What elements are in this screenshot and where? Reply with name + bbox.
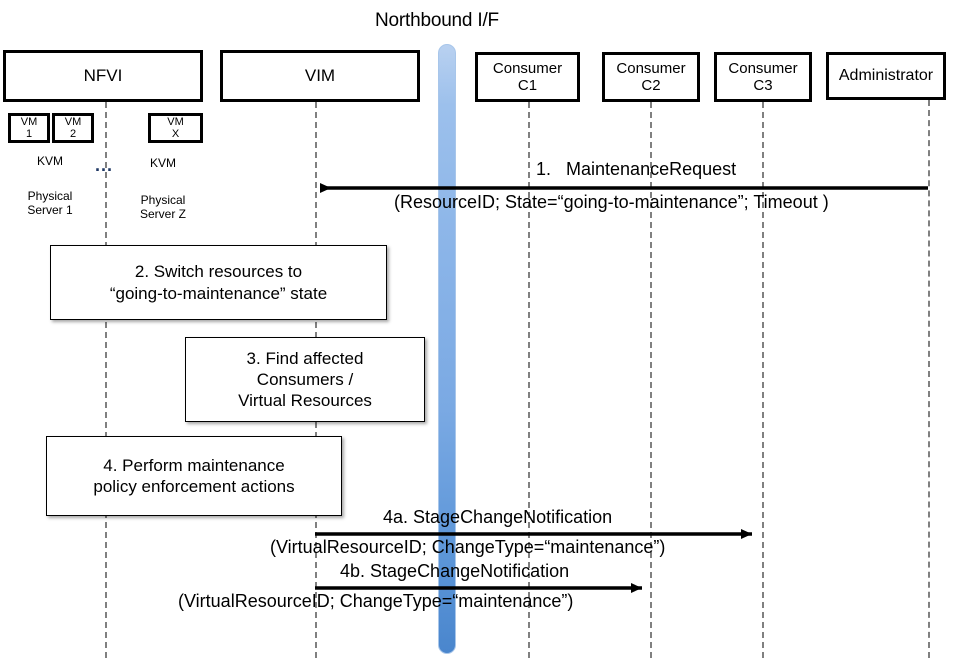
note-box-4[interactable]: 4. Perform maintenance policy enforcemen… [46, 436, 342, 516]
server-group-ellipsis: ... [95, 155, 114, 175]
note-4-line1: 4. Perform maintenance [103, 455, 285, 475]
lifeline-nfvi [105, 102, 107, 658]
kvm-box-serverz[interactable]: KVM [118, 153, 208, 175]
lifeline-consumer-c2 [650, 102, 652, 658]
message-4a-arrow [315, 529, 752, 539]
message-1-label: 1. MaintenanceRequest [536, 159, 737, 179]
message-4b-label: 4b. StageChangeNotification [340, 561, 570, 581]
note-box-2[interactable]: 2. Switch resources to “going-to-mainten… [50, 245, 387, 320]
vm-label-vmx-line2: X [171, 128, 180, 140]
message-1-arrow [320, 183, 928, 193]
physical-server-1-line2: Server 1 [27, 203, 73, 217]
actor-box-consumer-c1[interactable]: Consumer C1 [475, 52, 580, 102]
vm-label-vm1-line2: 1 [25, 128, 33, 140]
actor-label-nfvi: NFVI [83, 66, 123, 86]
actor-label-consumer-c2-line1: Consumer [616, 59, 686, 77]
kvm-box-server1[interactable]: KVM [6, 151, 94, 173]
message-1-params: (ResourceID; State=“going-to-maintenance… [394, 192, 829, 212]
physical-server-z-line1: Physical [140, 193, 186, 208]
message-4a-params: (VirtualResourceID; ChangeType=“maintena… [270, 537, 666, 557]
actor-label-consumer-c3-line1: Consumer [728, 59, 798, 77]
vm-label-vm2-line2: 2 [69, 128, 77, 140]
actor-box-consumer-c2[interactable]: Consumer C2 [602, 52, 700, 102]
vm-label-vm2-line1: VM [64, 115, 82, 128]
note-3-line2: Consumers / [256, 369, 354, 389]
note-3-line3: Virtual Resources [238, 391, 372, 411]
lifeline-consumer-c3 [762, 102, 764, 658]
diagram-title: Northbound I/F [375, 10, 499, 31]
lifeline-consumer-c1 [528, 102, 530, 658]
vm-box-vm2[interactable]: VM 2 [52, 113, 94, 143]
vm-label-vmx-line1: VM [167, 115, 184, 128]
message-4b-params: (VirtualResourceID; ChangeType=“maintena… [178, 591, 574, 611]
physical-server-box-1[interactable]: Physical Server 1 [6, 178, 94, 230]
northbound-interface-bar [438, 44, 456, 654]
message-4b-arrow [315, 583, 642, 593]
physical-server-box-z[interactable]: Physical Server Z [118, 182, 208, 234]
message-4a-label: 4a. StageChangeNotification [383, 507, 613, 527]
vm-label-vm1-line1: VM [20, 115, 38, 128]
actor-box-vim[interactable]: VIM [220, 50, 420, 102]
actor-box-consumer-c3[interactable]: Consumer C3 [714, 52, 812, 102]
vm-box-vm1[interactable]: VM 1 [8, 113, 50, 143]
actor-label-consumer-c3-line2: C3 [753, 77, 773, 94]
note-box-3[interactable]: 3. Find affected Consumers / Virtual Res… [185, 337, 425, 422]
actor-label-consumer-c1-line2: C1 [517, 77, 538, 94]
actor-box-administrator[interactable]: Administrator [826, 52, 946, 100]
kvm-label-serverz: KVM [149, 156, 176, 171]
physical-server-z-line2: Server Z [139, 207, 186, 221]
physical-server-1-line1: Physical [27, 189, 73, 204]
actor-label-administrator: Administrator [838, 66, 934, 84]
note-4-line2: policy enforcement actions [93, 477, 295, 496]
vm-box-vmx[interactable]: VM X [148, 113, 203, 143]
note-2-line2: “going-to-maintenance” state [109, 283, 328, 303]
actor-label-vim: VIM [304, 66, 336, 86]
note-2-line1: 2. Switch resources to [134, 262, 303, 282]
actor-label-consumer-c2-line2: C2 [641, 77, 661, 94]
kvm-label-server1: KVM [36, 154, 63, 169]
lifeline-administrator [928, 100, 930, 658]
note-3-line1: 3. Find affected [246, 348, 364, 368]
actor-label-consumer-c1-line1: Consumer [492, 59, 563, 77]
actor-box-nfvi[interactable]: NFVI [3, 50, 203, 102]
